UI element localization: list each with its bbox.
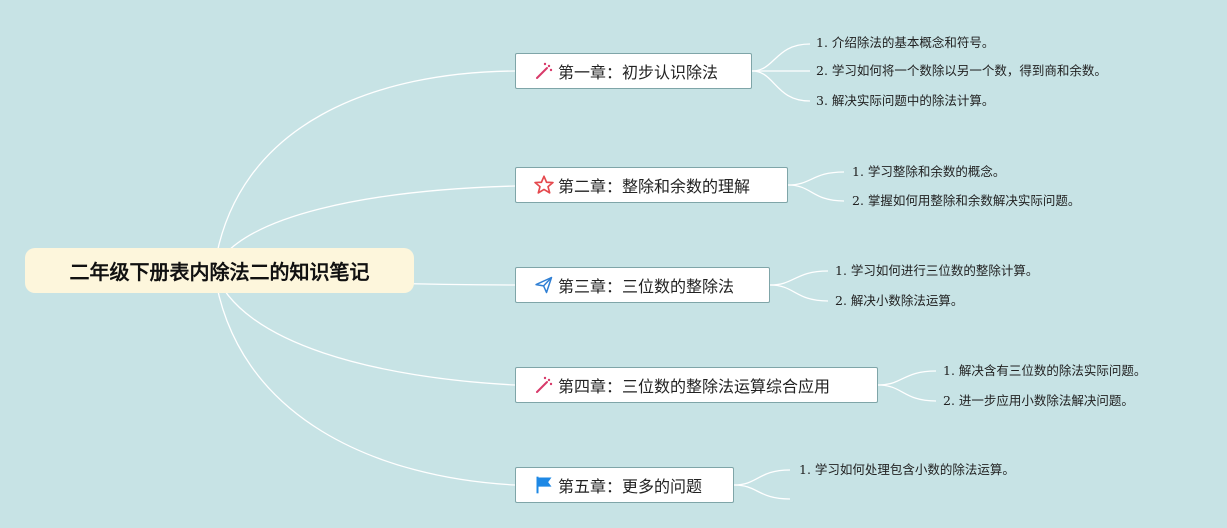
chapter-1-node[interactable]: 第一章：初步认识除法: [515, 53, 752, 89]
chapter-3-node[interactable]: 第三章：三位数的整除法: [515, 267, 770, 303]
link-root-chapter-5: [213, 269, 516, 486]
chapter-5-point-1: 1. 学习如何处理包含小数的除法运算。: [799, 462, 1015, 477]
magic-wand-icon: [532, 373, 556, 397]
chapter-5-title: 第五章：更多的问题: [558, 477, 703, 496]
chapter-4-node[interactable]: 第四章：三位数的整除法运算综合应用: [515, 367, 878, 403]
link-ch4-point-1: [877, 370, 937, 386]
link-ch3-point-2: [769, 284, 829, 302]
chapter-3-point-2: 2. 解决小数除法运算。: [835, 293, 964, 308]
chapter-2-point-1: 1. 学习整除和余数的概念。: [852, 164, 1006, 179]
chapter-1-point-2: 2. 学习如何将一个数除以另一个数，得到商和余数。: [816, 63, 1107, 78]
magic-wand-icon: [532, 59, 556, 83]
chapter-5-node[interactable]: 第五章：更多的问题: [515, 467, 734, 503]
link-ch1-point-1: [751, 43, 811, 72]
chapter-3-title: 第三章：三位数的整除法: [558, 277, 735, 296]
chapter-2-title: 第二章：整除和余数的理解: [558, 177, 751, 196]
star-icon: [532, 173, 556, 197]
chapter-4-point-2: 2. 进一步应用小数除法解决问题。: [943, 393, 1134, 408]
link-root-chapter-1: [213, 70, 516, 271]
link-ch5-point-2: [733, 484, 791, 500]
chapter-2-point-2: 2. 掌握如何用整除和余数解决实际问题。: [852, 193, 1081, 208]
chapter-1-point-1: 1. 介绍除法的基本概念和符号。: [816, 35, 995, 50]
link-root-chapter-4: [213, 269, 516, 386]
chapter-4-point-1: 1. 解决含有三位数的除法实际问题。: [943, 363, 1147, 378]
paper-plane-icon: [532, 273, 556, 297]
link-ch4-point-2: [877, 384, 937, 402]
central-topic[interactable]: 二年级下册表内除法二的知识笔记: [25, 248, 414, 293]
link-ch3-point-1: [769, 270, 829, 286]
central-topic-label: 二年级下册表内除法二的知识笔记: [69, 260, 370, 284]
chapter-3-point-1: 1. 学习如何进行三位数的整除计算。: [835, 263, 1039, 278]
flag-icon: [532, 473, 556, 497]
chapter-4-title: 第四章：三位数的整除法运算综合应用: [558, 377, 831, 396]
chapter-1-title: 第一章：初步认识除法: [558, 63, 719, 82]
chapter-1-point-3: 3. 解决实际问题中的除法计算。: [816, 93, 995, 108]
chapter-2-node[interactable]: 第二章：整除和余数的理解: [515, 167, 788, 203]
link-ch2-point-1: [787, 171, 845, 186]
link-ch1-point-3: [751, 70, 811, 102]
link-ch2-point-2: [787, 184, 845, 202]
link-ch5-point-1: [733, 469, 791, 486]
